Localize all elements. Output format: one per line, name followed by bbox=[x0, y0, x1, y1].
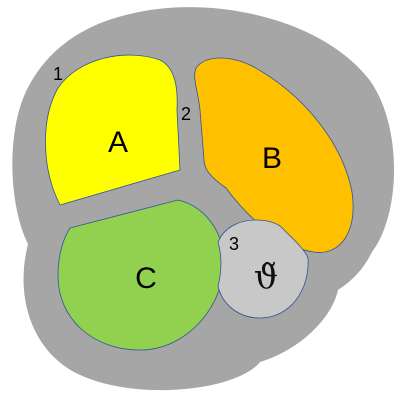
region-a-shape bbox=[45, 54, 181, 206]
region-b-shape bbox=[194, 57, 354, 253]
region-d-glyph: ϑ̃ bbox=[254, 257, 278, 297]
number-3-label: 3 bbox=[229, 234, 239, 254]
number-2-label: 2 bbox=[181, 104, 191, 124]
region-c-label: C bbox=[135, 262, 157, 295]
number-1-label: 1 bbox=[53, 64, 63, 84]
region-a-label: A bbox=[108, 126, 128, 159]
region-d-shape bbox=[217, 219, 309, 319]
region-b-label: B bbox=[262, 142, 282, 175]
region-c-shape bbox=[57, 199, 225, 351]
